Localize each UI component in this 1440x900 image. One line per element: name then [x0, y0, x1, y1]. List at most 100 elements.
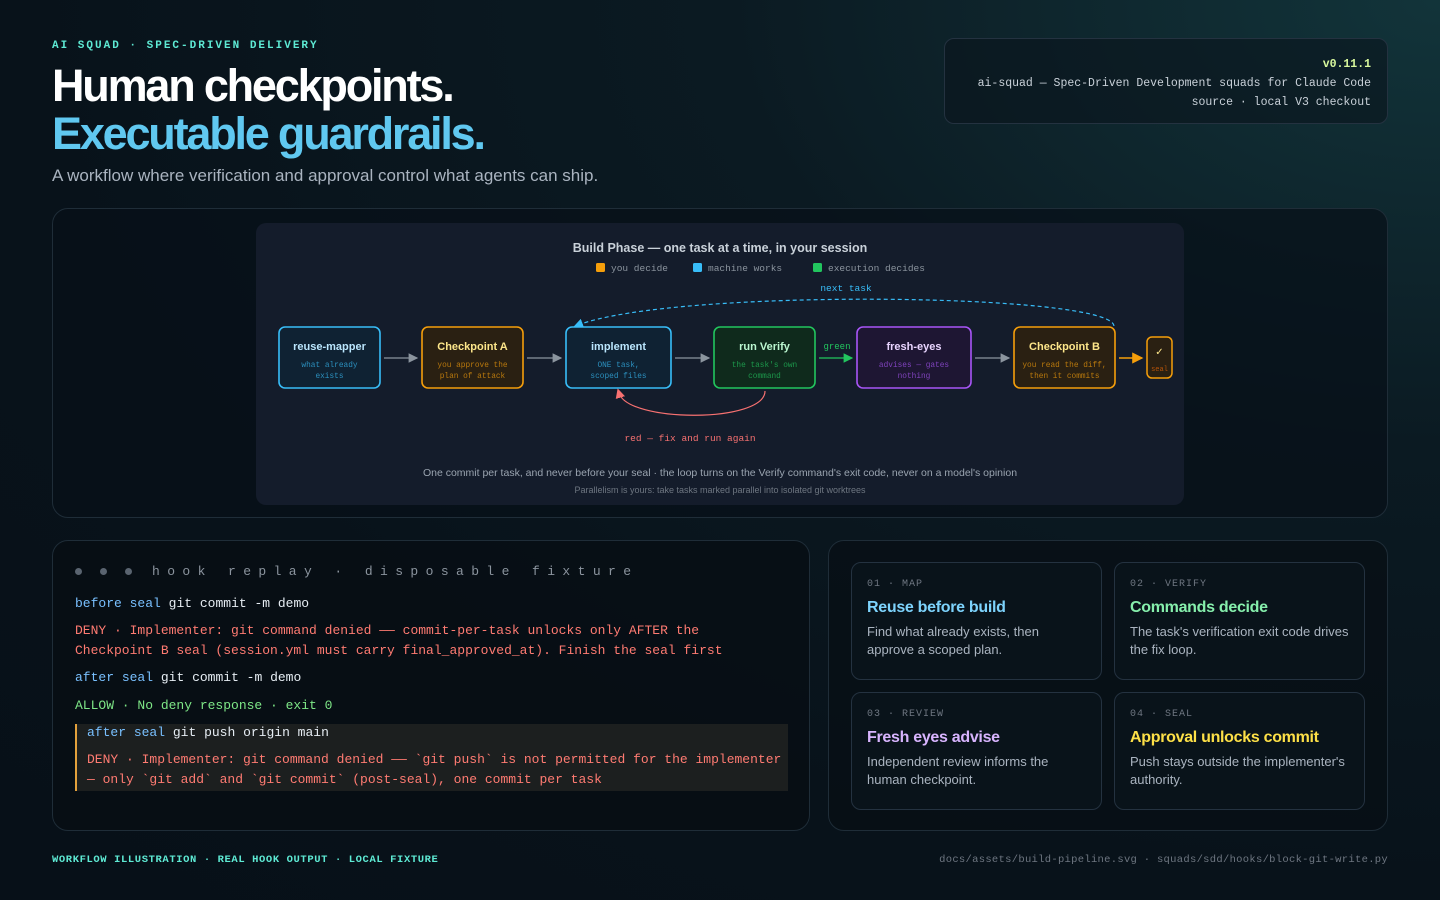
page-title: Human checkpoints. Executable guardrails… — [52, 60, 486, 159]
legend-swatch-you-decide — [596, 263, 605, 272]
highlighted-block — [75, 724, 788, 791]
pipeline-node-box — [856, 326, 972, 389]
pipeline-node-subtitle: you read the diff, — [1022, 362, 1106, 370]
version-card: v0.11.1 ai-squad — Spec-Driven Developme… — [944, 38, 1388, 124]
terminal-deny-line: — only `git add` and `git commit` (post-… — [87, 772, 602, 787]
pipeline-node-title: run Verify — [739, 341, 791, 353]
pipeline-node-title: fresh-eyes — [886, 341, 941, 353]
headline-line-2: Executable guardrails. — [52, 108, 486, 159]
eyebrow: AI SQUAD · SPEC-DRIVEN DELIVERY — [52, 40, 319, 52]
terminal-command: git commit -m demo — [160, 670, 302, 685]
card-map: 01 · MAP Reuse before build Find what al… — [851, 562, 1102, 680]
window-dot-icon — [125, 567, 132, 575]
terminal-line: before seal git commit -m demo — [75, 594, 309, 614]
hook-replay-terminal: hook replay · disposable fixture before … — [52, 540, 810, 831]
legend-machine-works: machine works — [708, 263, 782, 274]
seal-label: seal — [1151, 366, 1168, 374]
subtitle: A workflow where verification and approv… — [52, 166, 599, 185]
principles-panel: 01 · MAP Reuse before build Find what al… — [828, 540, 1388, 831]
footer-left: WORKFLOW ILLUSTRATION · REAL HOOK OUTPUT… — [52, 854, 439, 866]
diagram-caption-small: Parallelism is yours: take tasks marked … — [574, 485, 866, 495]
card-description: Independent review informs the human che… — [867, 754, 1049, 787]
pipeline-node-title: reuse-mapper — [293, 341, 366, 353]
pipeline-node-box — [565, 326, 672, 389]
terminal-keyword: seal — [121, 670, 154, 685]
terminal-deny-line: DENY · Implementer: git command denied —… — [87, 752, 782, 767]
version-source: source · local V3 checkout — [1191, 96, 1371, 109]
terminal-keyword: seal — [129, 596, 161, 611]
terminal-header: hook replay · disposable fixture — [75, 563, 638, 579]
card-title: Commands decide — [1130, 599, 1268, 616]
card-seal: 04 · SEAL Approval unlocks commit Push s… — [1114, 692, 1365, 810]
pipeline-node-box — [278, 326, 381, 389]
pipeline-node-subtitle: scoped files — [590, 373, 646, 381]
card-review: 03 · REVIEW Fresh eyes advise Independen… — [851, 692, 1102, 810]
card-description: The task's verification exit code drives… — [1130, 624, 1349, 657]
footer-right: docs/assets/build-pipeline.svg · squads/… — [939, 854, 1388, 866]
card-title: Reuse before build — [867, 599, 1006, 616]
version-number: v0.11.1 — [1322, 58, 1371, 71]
build-pipeline-diagram: Build Phase — one task at a time, in you… — [256, 223, 1184, 505]
pipeline-node-subtitle: command — [748, 373, 781, 381]
pipeline-node: reuse-mapper what already exists — [278, 326, 381, 389]
terminal-title: hook replay · disposable fixture — [152, 563, 639, 579]
pipeline-node-subtitle: exists — [315, 373, 343, 381]
terminal-command: git commit -m demo — [168, 596, 310, 611]
pipeline-node-box — [1013, 326, 1116, 389]
headline-line-1: Human checkpoints. — [52, 60, 455, 111]
terminal-allow-line: ALLOW · No deny response · exit 0 — [75, 698, 333, 713]
pipeline-node-subtitle: nothing — [898, 373, 931, 381]
card-description: Find what already exists, then approve a… — [867, 624, 1039, 657]
terminal-deny-line: Checkpoint B seal (session.yml must carr… — [75, 643, 723, 658]
card-tag: 04 · SEAL — [1130, 709, 1194, 720]
terminal-keyword: after — [75, 670, 115, 685]
card-verify: 02 · VERIFY Commands decide The task's v… — [1114, 562, 1365, 680]
seal-node — [1146, 336, 1173, 379]
pipeline-node: run Verify the task's own command — [713, 326, 816, 389]
pipeline-node: Checkpoint B you read the diff, then it co… — [1013, 326, 1116, 389]
legend-swatch-execution-decides — [813, 263, 822, 272]
pipeline-node-title: Checkpoint B — [1029, 341, 1100, 353]
pipeline-nodes: reuse-mapper what already exists Checkpoint… — [278, 326, 1116, 389]
next-task-label: next task — [820, 283, 872, 294]
pipeline-node-subtitle: plan of attack — [440, 373, 506, 381]
card-description: Push stays outside the implementer's aut… — [1130, 754, 1345, 787]
card-title: Fresh eyes advise — [867, 729, 1000, 746]
version-description: ai-squad — Spec-Driven Development squad… — [977, 77, 1371, 90]
pipeline-node-subtitle: you approve the — [437, 362, 508, 370]
pipeline-node: fresh-eyes advises — gates nothing — [856, 326, 972, 389]
pipeline-node-box — [421, 326, 524, 389]
terminal-keyword: before — [75, 596, 122, 611]
window-dot-icon — [75, 567, 82, 575]
card-tag: 02 · VERIFY — [1130, 579, 1208, 590]
pipeline-node-subtitle: then it commits — [1029, 373, 1100, 381]
card-tag: 01 · MAP — [867, 579, 924, 590]
pipeline-node-subtitle: advises — gates — [879, 362, 950, 370]
next-task-loop-arrow — [573, 298, 1115, 328]
terminal-keyword: after — [87, 725, 127, 740]
pipeline-node-subtitle: ONE task, — [597, 362, 639, 370]
pipeline-node-subtitle: what already — [301, 362, 357, 370]
legend-you-decide: you decide — [611, 263, 668, 274]
legend-swatch-machine-works — [693, 263, 702, 272]
terminal-command: git push origin main — [172, 725, 329, 740]
pipeline-svg: Build Phase — one task at a time, in you… — [278, 241, 1173, 495]
terminal-keyword: seal — [133, 725, 166, 740]
pipeline-node-box — [713, 326, 816, 389]
diagram-title: Build Phase — one task at a time, in you… — [573, 241, 868, 255]
terminal-deny-line: DENY · Implementer: git command denied —… — [75, 623, 700, 638]
seal-check-icon: ✓ — [1155, 347, 1163, 358]
window-dot-icon — [100, 567, 107, 575]
terminal-line: after seal git commit -m demo — [75, 668, 301, 688]
pipeline-node-subtitle: the task's own — [732, 362, 798, 370]
green-label: green — [823, 342, 850, 352]
legend-execution-decides: execution decides — [828, 263, 925, 274]
diagram-caption: One commit per task, and never before yo… — [423, 467, 1017, 479]
red-loop-label: red — fix and run again — [624, 433, 755, 444]
card-title: Approval unlocks commit — [1130, 729, 1319, 746]
red-fix-loop-arrow — [615, 388, 766, 416]
pipeline-node-title: implement — [591, 341, 646, 353]
card-tag: 03 · REVIEW — [867, 709, 945, 720]
diagram-legend: you decide machine works execution decid… — [596, 263, 925, 274]
